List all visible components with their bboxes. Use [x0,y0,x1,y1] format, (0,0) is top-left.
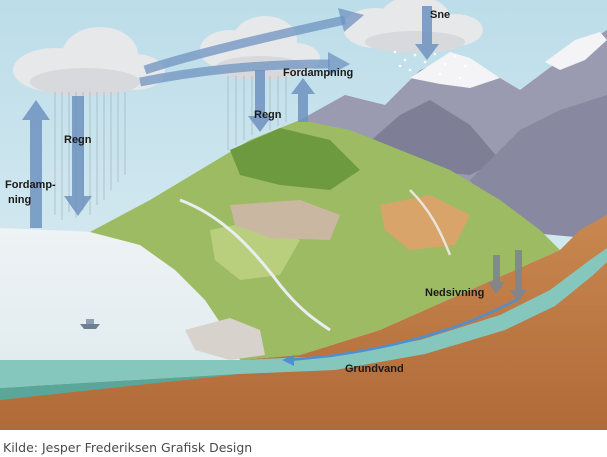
arrow-rain-left [64,96,92,216]
arrow-cloud-transport-1-head [328,52,350,76]
arrow-cloud-transport-2 [143,15,346,75]
arrow-seepage-1 [488,255,505,294]
groundwater [0,248,607,388]
label-fordampning-left-1: Fordamp- [5,179,56,191]
sea [0,228,240,360]
arrow-cloud-transport-2-head [338,8,364,32]
arrow-evaporation-middle [291,78,315,122]
figure-caption: Kilde: Jesper Frederiksen Grafisk Design [3,440,253,455]
road [409,189,452,256]
label-fordampning-top: Fordampning [283,67,353,79]
river [179,198,331,332]
town [230,200,340,240]
arrow-cloud-transport-1 [139,59,331,87]
cloud-left [13,27,165,96]
arrow-snow [415,6,439,60]
arrow-groundwater [289,296,521,362]
arrow-seepage-2 [510,250,527,302]
label-sne: Sne [430,9,450,21]
arrow-groundwater-head [282,355,294,366]
snow-cap-right [545,32,607,70]
label-nedsivning: Nedsivning [425,287,484,299]
sea-bottom [0,374,240,400]
label-regn-middle: Regn [254,109,282,121]
hills [90,120,560,360]
arrow-rain-middle [248,70,272,132]
label-fordampning-left-2: ning [8,194,31,206]
fields-2 [380,195,470,250]
harbour [185,318,265,360]
water-cycle-diagram: Sne Fordampning Regn Regn Fordamp- ning … [0,0,607,430]
snow [393,50,467,80]
forest [230,128,360,190]
boat [80,319,100,329]
arrow-evaporation-left [22,100,50,228]
label-grundvand: Grundvand [345,363,404,375]
rain-middle [227,76,287,150]
label-regn-left: Regn [64,134,92,146]
cloud-right [343,0,483,53]
snow-cap [410,52,500,88]
